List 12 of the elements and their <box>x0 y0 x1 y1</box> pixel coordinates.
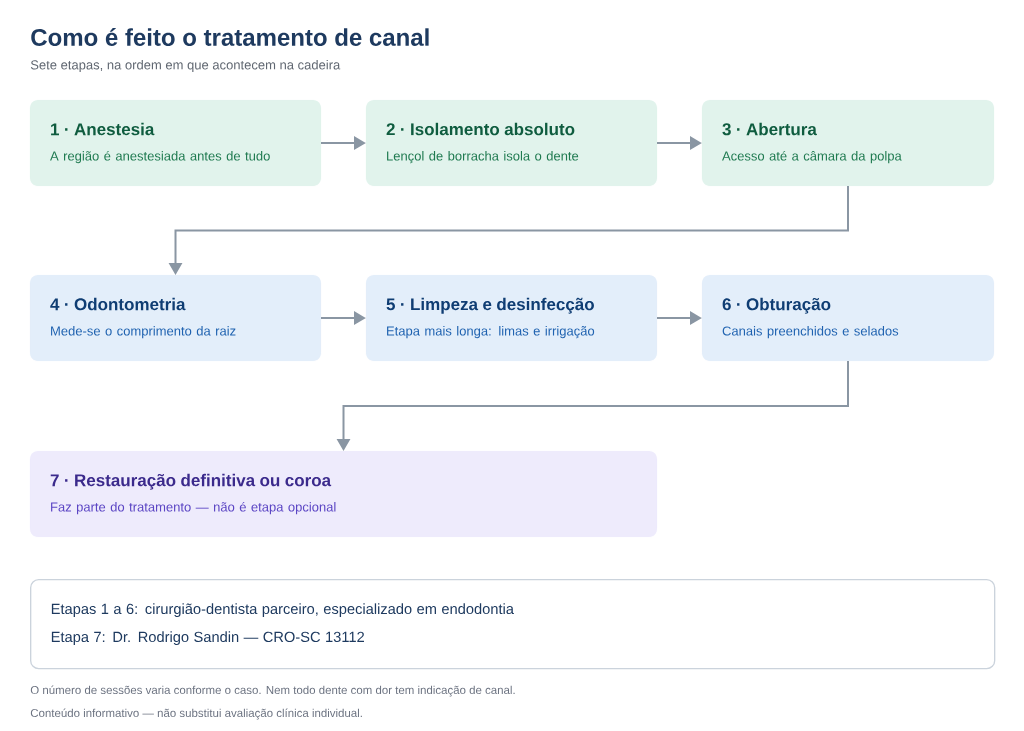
subtitle: Sete etapas, na ordem em que acontecem na cadeira <box>30 59 341 73</box>
title: Como é feito o tratamento de canal <box>31 28 429 46</box>
footnote: Conteúdo informativo — não substitui avaliação clínica individual. <box>30 708 362 720</box>
step-box: 2 · Isolamento absoluto Lençol de borracha isola o dente <box>365 99 658 187</box>
step-box: 5 · Limpeza e desinfecção Etapa mais longa: limas e irrigação <box>365 274 658 362</box>
step-box: 1 · Anestesia A região é anestesiada antes de tudo <box>29 99 322 187</box>
footnote: O número de sessões varia conforme o caso. Nem todo dente com dor tem indicação de canal. <box>30 685 515 697</box>
step-box: 6 · Obturação Canais preenchidos e selados <box>701 274 995 362</box>
step-box: 7 · Restauração definitiva ou coroa Faz parte do tratamento — não é etapa opcional <box>29 450 658 538</box>
step-box: 3 · Abertura Acesso até a câmara da polpa <box>701 99 995 187</box>
step-box: 4 · Odontometria Mede-se o comprimento da raiz <box>29 274 322 362</box>
note-box: Etapas 1 a 6: cirurgião-dentista parceiro, especializado em endodontia Etapa 7: Dr. Rodrigo Sandin — CRO-SC 13112 <box>30 579 996 670</box>
